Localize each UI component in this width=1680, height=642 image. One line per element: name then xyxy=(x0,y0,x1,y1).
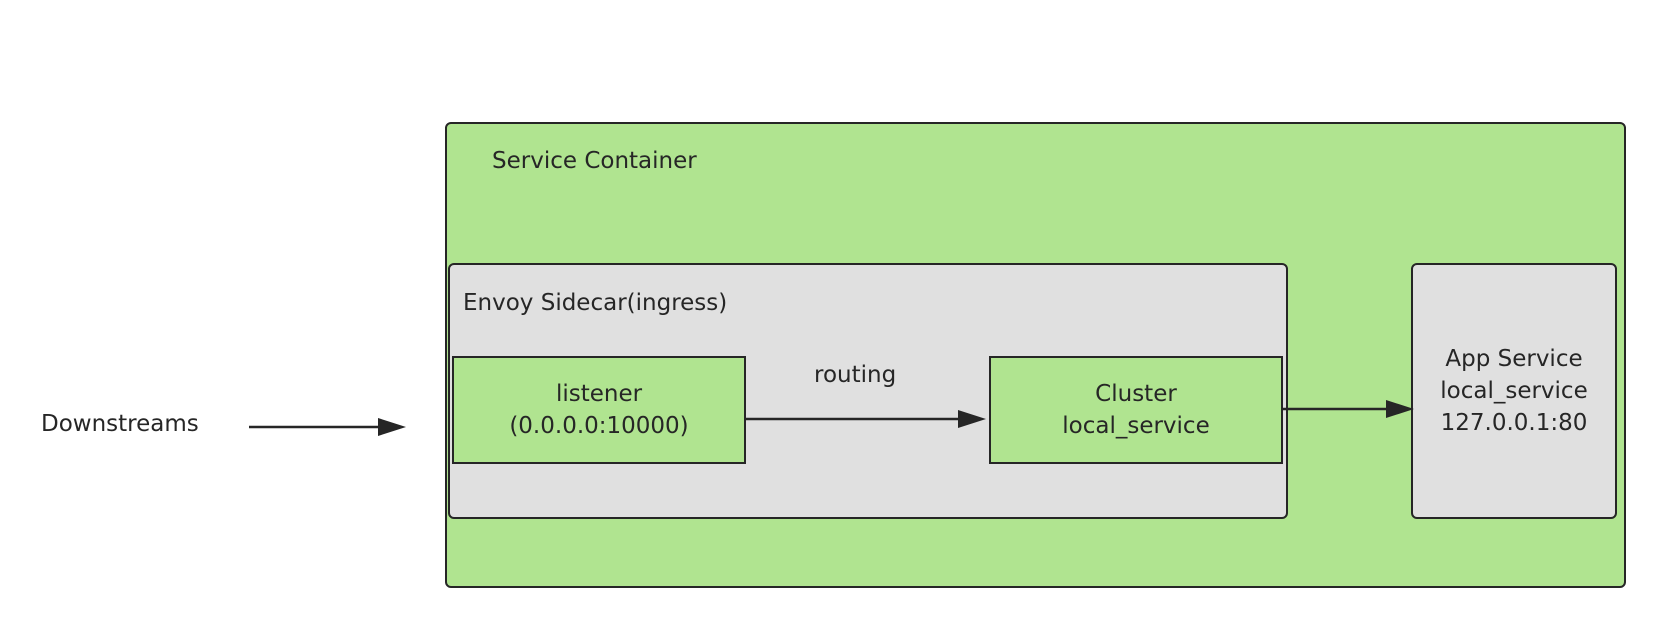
routing-arrowhead xyxy=(958,410,986,428)
listener-box: listener (0.0.0.0:10000) xyxy=(452,356,746,464)
routing-label: routing xyxy=(814,362,897,388)
envoy-sidecar-label: Envoy Sidecar(ingress) xyxy=(463,290,728,316)
listener-address: (0.0.0.0:10000) xyxy=(509,413,689,439)
cluster-service: local_service xyxy=(1062,413,1210,439)
app-service-box: App Service local_service 127.0.0.1:80 xyxy=(1411,263,1617,519)
app-service-name: App Service xyxy=(1445,346,1583,372)
service-container-label: Service Container xyxy=(492,148,697,174)
downstreams-arrowhead xyxy=(378,418,406,436)
app-service-address: 127.0.0.1:80 xyxy=(1440,410,1588,436)
cluster-box: Cluster local_service xyxy=(989,356,1283,464)
listener-name: listener xyxy=(555,381,643,407)
app-service-local: local_service xyxy=(1440,378,1588,404)
app-service-arrowhead xyxy=(1386,400,1414,418)
cluster-name: Cluster xyxy=(1095,381,1177,407)
downstreams-label: Downstreams xyxy=(41,411,199,437)
